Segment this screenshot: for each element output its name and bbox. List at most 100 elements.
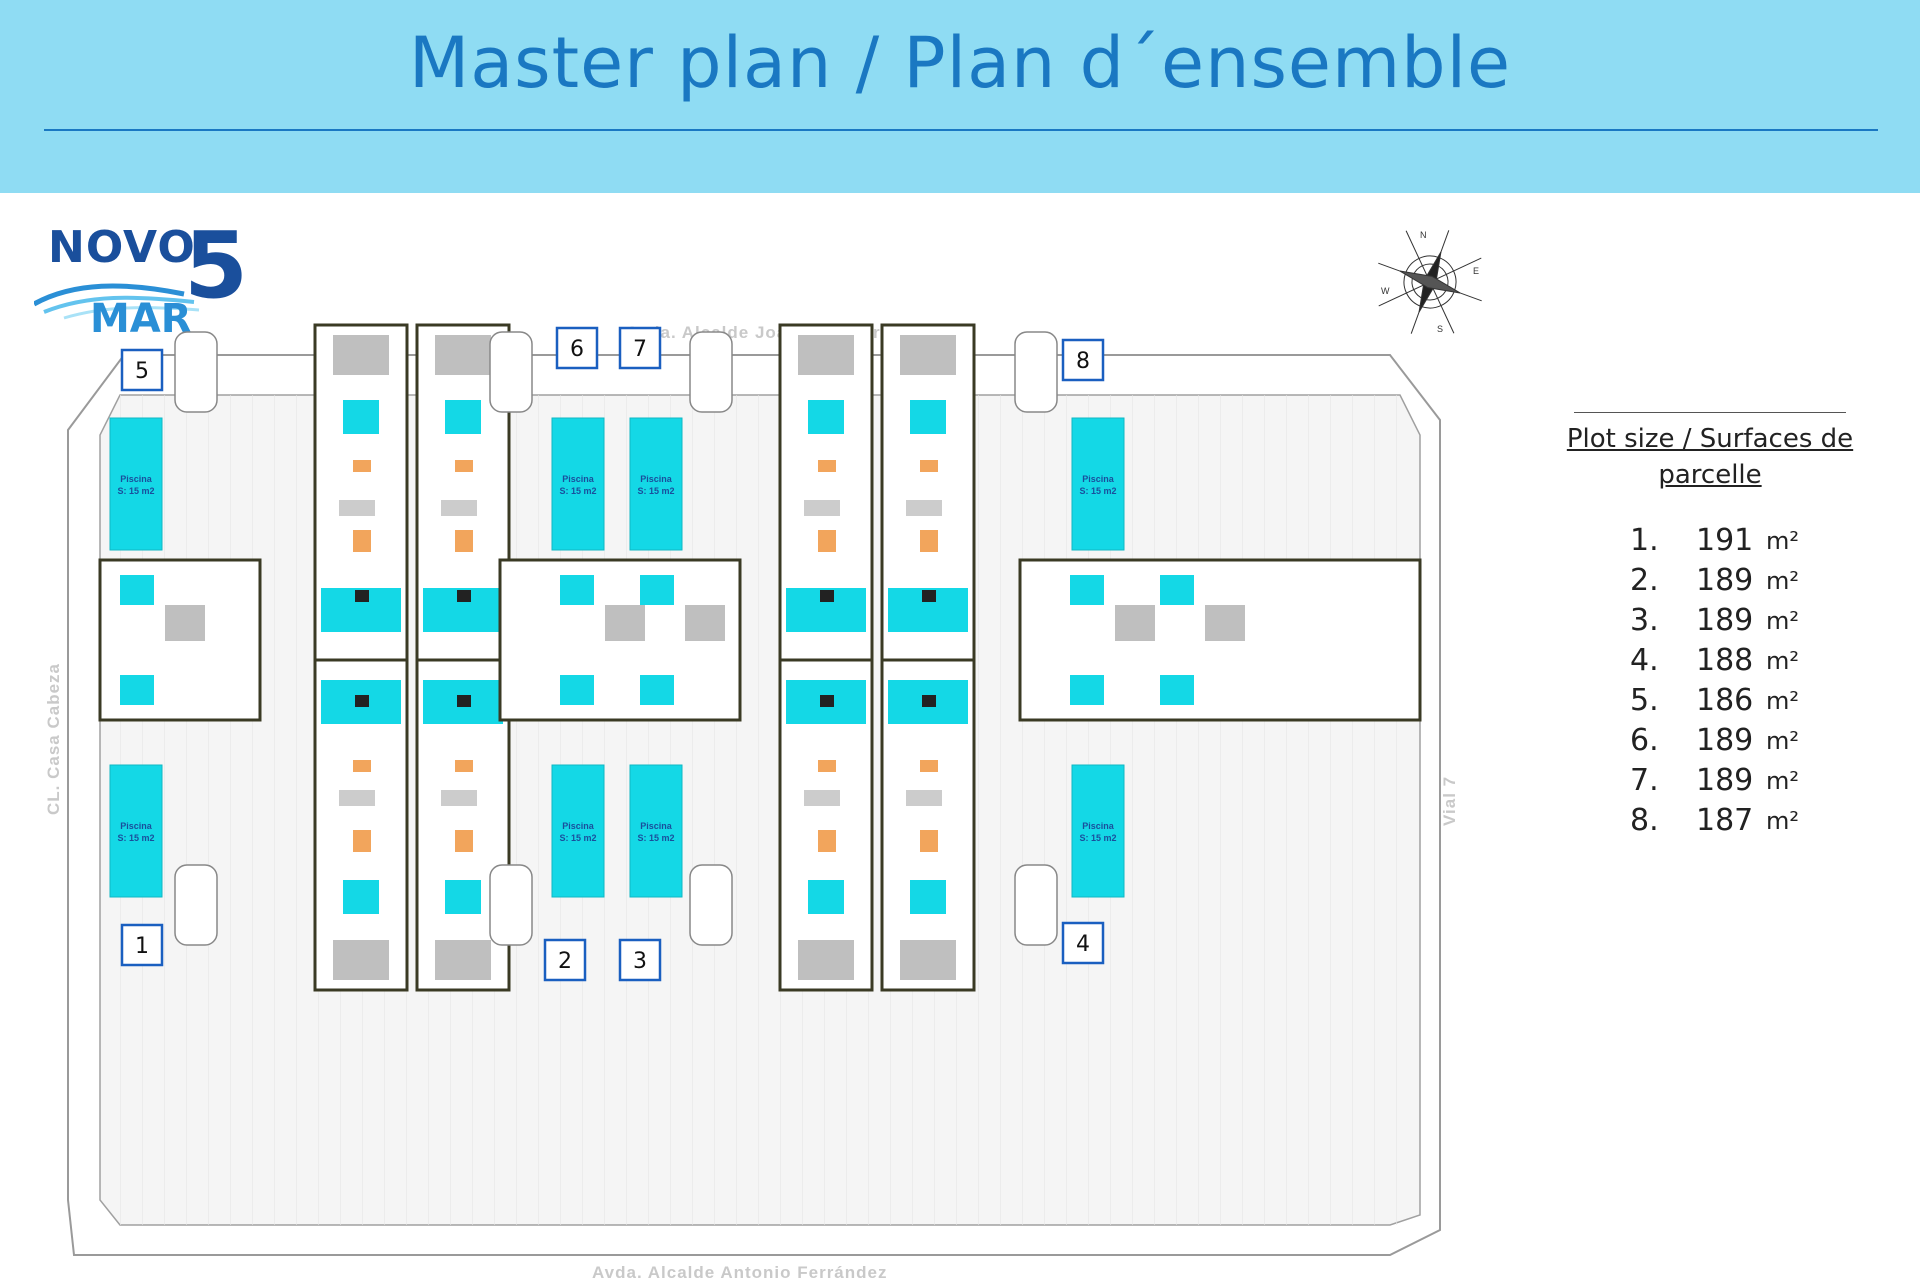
bathroom-fixture [910, 880, 946, 914]
sofa-element [906, 790, 942, 806]
plot-size-unit: m² [1766, 607, 1799, 635]
pool-area-label: S: 15 m2 [559, 486, 596, 496]
paving-line [230, 395, 231, 1225]
bathroom-fixture [910, 400, 946, 434]
compass-e-label: E [1473, 266, 1479, 276]
table-element [353, 460, 371, 472]
plot-number-label: 2 [558, 949, 572, 974]
pool-label: Piscina [562, 474, 595, 484]
plot-size-value: 191 [1696, 523, 1754, 558]
bedroom-bed [333, 335, 389, 375]
paving-line [1044, 395, 1045, 1225]
compass-s-label: S [1437, 324, 1443, 334]
paving-line [758, 395, 759, 1225]
plot-number-box [555, 326, 599, 370]
pool-label: Piscina [562, 821, 595, 831]
header-divider [44, 129, 1878, 131]
pool-area-label: S: 15 m2 [117, 833, 154, 843]
novo5mar-logo: NOVO 5 MAR [34, 212, 248, 345]
wing-bed [1205, 605, 1245, 641]
paving-line [274, 395, 275, 1225]
header-band: Master plan / Plan d´ensemble [0, 0, 1920, 193]
wing-bathroom [1160, 675, 1194, 705]
pool-area-label: S: 15 m2 [559, 833, 596, 843]
dining-table [353, 530, 371, 552]
bedroom-bed [798, 335, 854, 375]
bedroom-bed [435, 335, 491, 375]
paving-line [1132, 395, 1133, 1225]
plot-size-heading-line1: Plot size / Surfaces de [1566, 424, 1854, 454]
paving-line [1000, 395, 1001, 1225]
table-element [818, 460, 836, 472]
master-plan-drawing: Piscina S: 15 m2 Piscina S: 15 m2 Piscina S: … [67, 323, 1441, 1256]
street-label-bottom: Avda. Alcalde Antonio Ferrández [592, 1263, 888, 1282]
wing-bed [685, 605, 725, 641]
sofa-element [906, 500, 942, 516]
car-outline [489, 331, 533, 413]
pool-area-label: S: 15 m2 [117, 486, 154, 496]
pool-label: Piscina [640, 821, 673, 831]
swimming-pool [109, 764, 163, 898]
plot-number-label: 7 [633, 337, 647, 362]
hob-element [820, 590, 834, 602]
plot-number-label: 6 [570, 337, 584, 362]
plot-number-box [120, 923, 164, 967]
wing-bathroom [640, 675, 674, 705]
plot-size-value: 189 [1696, 563, 1754, 598]
paving-line [692, 395, 693, 1225]
plot-size-number: 4. [1630, 643, 1659, 678]
plot-size-number: 6. [1630, 723, 1659, 758]
wing-bathroom [120, 675, 154, 705]
hob-element [922, 590, 936, 602]
bedroom-bed [333, 940, 389, 980]
pool-area-label: S: 15 m2 [637, 833, 674, 843]
plot-size-number: 7. [1630, 763, 1659, 798]
bedroom-bed [798, 940, 854, 980]
paving-line [1352, 395, 1353, 1225]
plot-number-box [1061, 921, 1105, 965]
plot-number-box [618, 326, 662, 370]
wave-logo-graphic [34, 283, 200, 320]
plot-size-unit: m² [1766, 527, 1799, 555]
plot-size-number: 1. [1630, 523, 1659, 558]
paving-line [1022, 395, 1023, 1225]
paving-line [186, 395, 187, 1225]
plot-size-unit: m² [1766, 767, 1799, 795]
dining-table [920, 830, 938, 852]
plot-number-box [543, 938, 587, 982]
paving-line [1154, 395, 1155, 1225]
table-element [920, 760, 938, 772]
car-outline [1014, 331, 1058, 413]
paving-line [516, 395, 517, 1225]
bedroom-bed [900, 940, 956, 980]
logo-word-novo: NOVO [48, 222, 196, 273]
wing-bathroom [1160, 575, 1194, 605]
plot-number-label: 8 [1076, 349, 1090, 374]
pool-label: Piscina [120, 474, 153, 484]
plot-size-unit: m² [1766, 727, 1799, 755]
paving-line [296, 395, 297, 1225]
hob-element [457, 695, 471, 707]
table-element [455, 460, 473, 472]
paving-line [1396, 395, 1397, 1225]
paving-line [1308, 395, 1309, 1225]
swimming-pool [1071, 417, 1125, 551]
wing-bathroom [1070, 675, 1104, 705]
table-element [920, 460, 938, 472]
hob-element [355, 695, 369, 707]
paving-line [252, 395, 253, 1225]
swimming-pool [551, 417, 605, 551]
pool-area-label: S: 15 m2 [637, 486, 674, 496]
table-element [353, 760, 371, 772]
swimming-pool [629, 764, 683, 898]
sofa-element [441, 500, 477, 516]
compass-w-label: W [1381, 286, 1390, 296]
site-inner-outline [99, 394, 1421, 1226]
bedroom-bed [900, 335, 956, 375]
plot-size-unit: m² [1766, 687, 1799, 715]
wing-bathroom [640, 575, 674, 605]
table-element [818, 760, 836, 772]
